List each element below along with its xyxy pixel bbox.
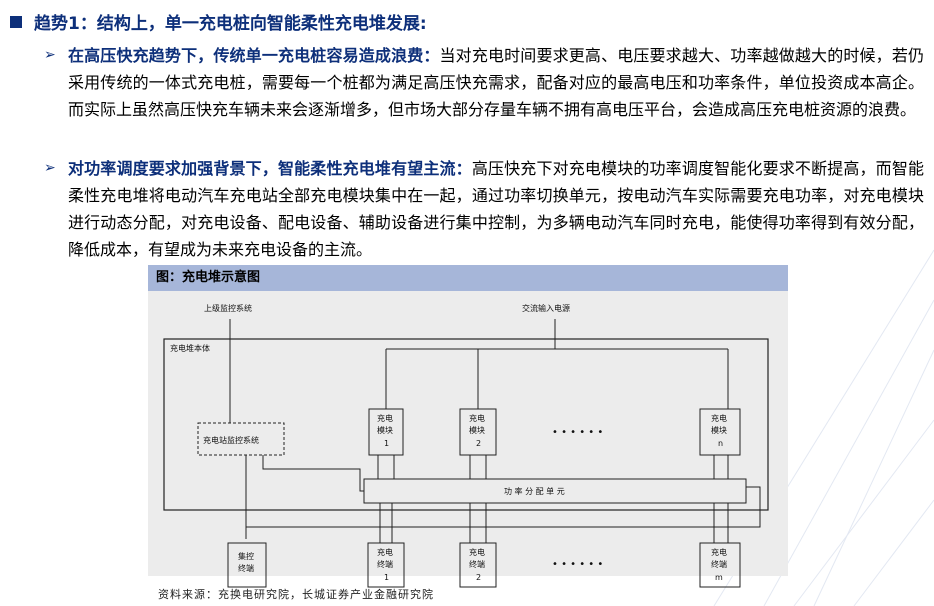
module-1-line2: 模块 <box>377 425 393 435</box>
module-1-box <box>368 408 404 456</box>
bullet-body-2: 高压快充下对充电模块的功率调度智能化要求不断提高，而智能柔性充电堆将电动汽车充电… <box>68 159 924 259</box>
bullet-lead-1: 在高压快充趋势下，传统单一充电桩容易造成浪费： <box>68 46 440 65</box>
bullet-body-1: 当对充电时间要求更高、电压要求越大、功率越做越大的时候，若仍采用传统的一体式充电… <box>68 46 924 119</box>
terminal-m-line2: 终端 <box>711 559 727 569</box>
arrow-bullet-icon: ➢ <box>44 160 56 176</box>
figure: 图：充电堆示意图 <box>148 265 788 588</box>
terminal-control-box <box>227 542 267 588</box>
section-heading: 趋势1：结构上，单一充电桩向智能柔性充电堆发展: <box>10 9 427 34</box>
terminal-2-box <box>459 542 497 588</box>
upper-monitor-label: 上级监控系统 <box>204 303 252 313</box>
terminal-control-line2: 终端 <box>238 563 254 573</box>
bullet-text-1: 在高压快充趋势下，传统单一充电桩容易造成浪费：当对充电时间要求更高、电压要求越大… <box>68 42 924 123</box>
module-n-line1: 充电 <box>711 413 727 423</box>
bullet-item-1: ➢ 在高压快充趋势下，传统单一充电桩容易造成浪费：当对充电时间要求更高、电压要求… <box>44 42 924 123</box>
module-n-num: n <box>718 439 723 448</box>
terminal-2-line1: 充电 <box>469 547 485 557</box>
module-2-line1: 充电 <box>469 413 485 423</box>
module-2-line2: 模块 <box>469 425 485 435</box>
terminal-m-num: m <box>715 573 723 582</box>
module-n-line2: 模块 <box>711 425 727 435</box>
terminal-1-line1: 充电 <box>377 547 393 557</box>
bullet-text-2: 对功率调度要求加强背景下，智能柔性充电堆有望主流：高压快充下对充电模块的功率调度… <box>68 155 924 263</box>
module-1-line1: 充电 <box>377 413 393 423</box>
terminal-m-line1: 充电 <box>711 547 727 557</box>
terminal-control-line1: 集控 <box>238 551 254 561</box>
pile-body-label: 充电堆本体 <box>170 343 210 353</box>
square-bullet-icon <box>10 16 22 28</box>
module-dots: • • • • • • <box>552 427 603 438</box>
ac-input-label: 交流输入电源 <box>522 303 570 313</box>
charging-pile-diagram: 上级监控系统 交流输入电源 充电堆本体 充电站监控系统 功 率 分 配 单 元 … <box>148 291 788 588</box>
terminal-1-num: 1 <box>384 573 389 582</box>
station-monitor-box <box>197 422 285 456</box>
terminal-dots: • • • • • • <box>552 559 603 570</box>
module-2-num: 2 <box>476 439 481 448</box>
module-1-num: 1 <box>384 439 389 448</box>
bullet-lead-2: 对功率调度要求加强背景下，智能柔性充电堆有望主流： <box>68 159 472 178</box>
terminal-2-line2: 终端 <box>469 559 485 569</box>
station-monitor-label: 充电站监控系统 <box>203 435 259 445</box>
module-2-box <box>459 408 497 456</box>
terminal-2-num: 2 <box>476 573 481 582</box>
terminal-1-box <box>367 542 405 588</box>
figure-title: 图：充电堆示意图 <box>148 265 788 291</box>
terminal-m-box <box>699 542 741 588</box>
diagram-svg: 上级监控系统 交流输入电源 充电堆本体 充电站监控系统 功 率 分 配 单 元 … <box>163 303 769 588</box>
arrow-bullet-icon: ➢ <box>44 47 56 63</box>
bullet-item-2: ➢ 对功率调度要求加强背景下，智能柔性充电堆有望主流：高压快充下对充电模块的功率… <box>44 155 924 263</box>
power-unit-label: 功 率 分 配 单 元 <box>504 486 565 496</box>
pile-body-box <box>163 338 769 511</box>
module-n-box <box>699 408 741 456</box>
section-title: 趋势1：结构上，单一充电桩向智能柔性充电堆发展: <box>34 14 427 34</box>
terminal-1-line2: 终端 <box>377 559 393 569</box>
source-note: 资料来源：充换电研究院，长城证券产业金融研究院 <box>158 588 434 601</box>
